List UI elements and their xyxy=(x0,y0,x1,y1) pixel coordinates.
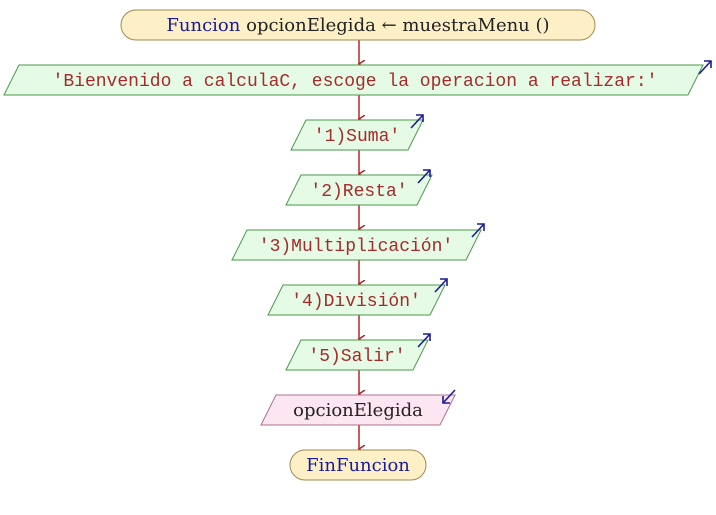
output-arrow-icon xyxy=(434,278,448,293)
svg-text:Funcion opcionEl: Funcion opcionElegida ← muestraMenu () xyxy=(166,15,549,36)
output-block-suma: '1)Suma' xyxy=(290,114,424,151)
output-arrow-icon xyxy=(698,60,712,75)
output-block-welcome: 'Bienvenido a calculaC, escoge la operac… xyxy=(3,60,712,96)
terminal-shape xyxy=(289,449,427,481)
output-arrow-icon xyxy=(410,114,424,129)
output-arrow-icon xyxy=(471,223,485,238)
assign-arrow-icon: ← xyxy=(382,15,397,36)
end-terminal: FinFuncion xyxy=(289,449,427,481)
start-terminal: Funcion opcionElegida ← muestraMenu () xyxy=(120,9,596,41)
function-name: muestraMenu xyxy=(402,15,529,36)
output-block-salir: '5)Salir' xyxy=(285,333,431,371)
input-shape xyxy=(260,394,456,426)
end-keyword: FinFuncion xyxy=(306,455,410,476)
output-shape xyxy=(285,174,433,206)
output-block-division: '4)División' xyxy=(267,278,448,316)
output-text: 'Bienvenido a calculaC, escoge la operac… xyxy=(53,72,658,92)
input-text: opcionElegida xyxy=(293,400,423,421)
output-text: '4)División' xyxy=(291,292,421,312)
keyword-funcion: Funcion xyxy=(166,15,240,36)
output-block-resta: '2)Resta' xyxy=(285,169,433,206)
function-parens: () xyxy=(536,15,550,36)
output-shape xyxy=(3,64,704,96)
output-text: '5)Salir' xyxy=(308,347,405,367)
terminal-shape xyxy=(120,9,596,41)
output-text: '3)Multiplicación' xyxy=(259,237,453,257)
input-block: opcionElegida xyxy=(260,389,456,426)
output-text: '2)Resta' xyxy=(310,182,407,202)
output-shape xyxy=(267,284,446,316)
return-variable: opcionElegida xyxy=(246,15,376,36)
output-shape xyxy=(231,229,482,261)
output-shape xyxy=(285,339,429,371)
output-shape xyxy=(290,119,424,151)
output-block-multiplicacion: '3)Multiplicación' xyxy=(231,223,485,261)
output-arrow-icon xyxy=(417,169,431,184)
output-text: '1)Suma' xyxy=(314,127,400,147)
output-arrow-icon xyxy=(417,333,431,348)
input-arrow-icon xyxy=(442,389,456,404)
